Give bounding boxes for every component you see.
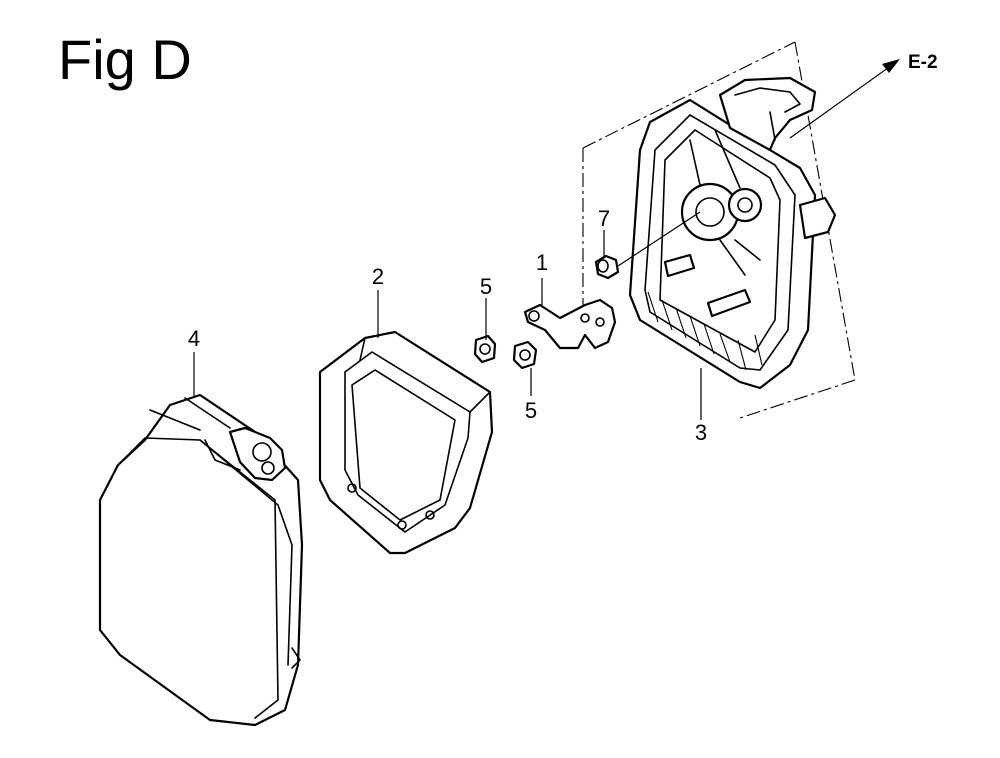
part-5-nut-lower	[512, 340, 538, 370]
part-4-cleaner-cover	[98, 393, 304, 727]
part-5-nut-upper	[473, 334, 497, 364]
callout-part-2: 2	[372, 264, 384, 289]
part-2-filter-element	[318, 330, 494, 555]
callout-part-7: 7	[598, 206, 610, 231]
part-3-air-cleaner-case	[628, 76, 837, 390]
figure-title: Fig D	[58, 28, 192, 91]
leader-lines	[193, 230, 702, 420]
callout-part-1: 1	[536, 250, 548, 275]
callout-part-5-lower: 5	[525, 398, 537, 423]
part-7-collar	[594, 254, 620, 280]
callout-part-4: 4	[188, 326, 200, 351]
callout-part-5-upper: 5	[480, 274, 492, 299]
part-1-bracket	[523, 298, 617, 350]
reference-arrow	[789, 59, 900, 139]
reference-label: E-2	[908, 52, 938, 73]
callout-part-3: 3	[695, 420, 707, 445]
